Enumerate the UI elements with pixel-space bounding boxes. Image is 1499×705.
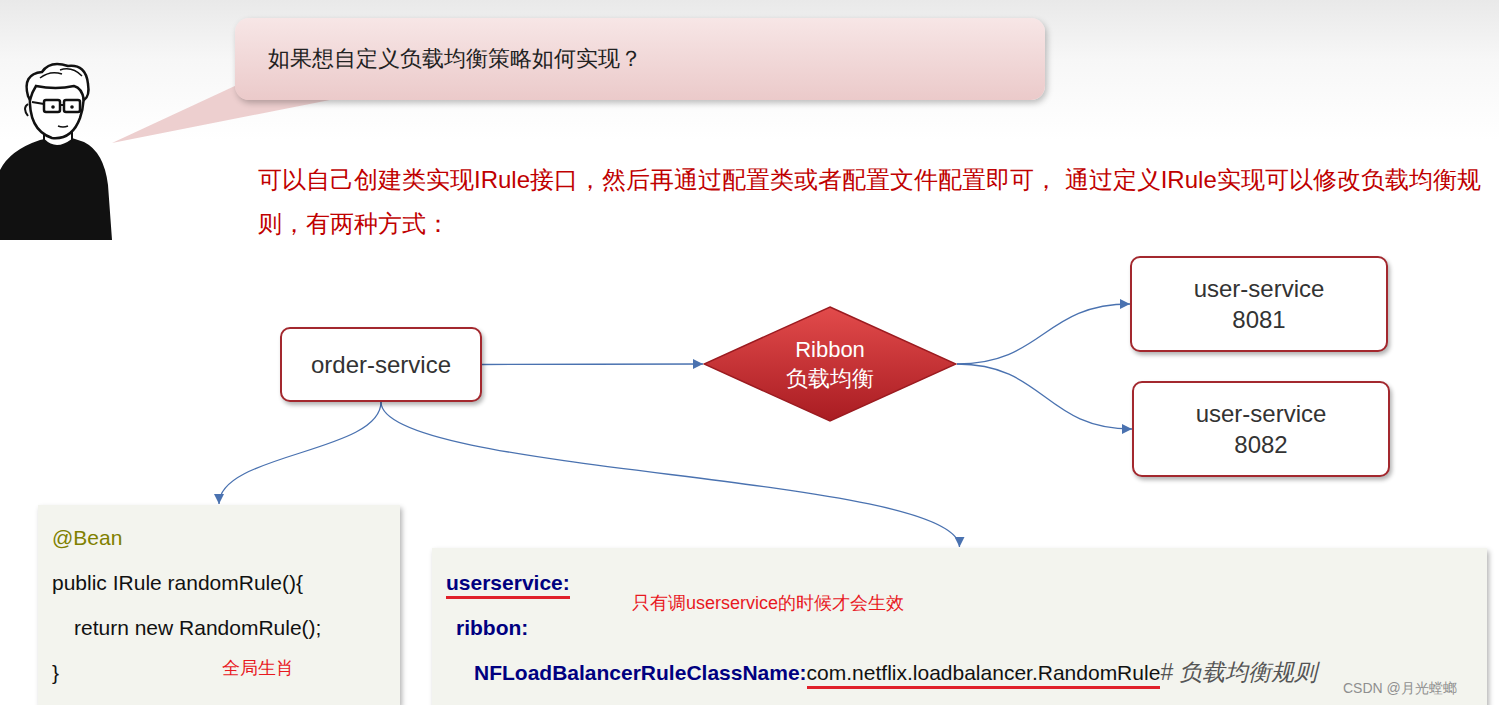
service-box: user-service 8081: [1130, 256, 1388, 352]
node-label: 负载均衡: [786, 366, 874, 391]
code-text: com.netflix.loadbalancer.RandomRule: [807, 660, 1161, 689]
watermark: CSDN @月光螳螂: [1343, 679, 1457, 697]
code-text: return new RandomRule();: [74, 616, 321, 639]
connector-arrow: [219, 402, 381, 504]
service-box: user-service 8082: [1132, 381, 1390, 477]
node-label: order-service: [311, 351, 451, 378]
connector-arrow: [381, 402, 960, 547]
speech-bubble: 如果想自定义负载均衡策略如何实现？: [235, 18, 1045, 100]
code-box: @Bean public IRule randomRule(){ return ne…: [38, 505, 400, 705]
node-label: user-service: [1196, 400, 1327, 427]
decision-diamond: Ribbon 负载均衡: [703, 306, 957, 422]
annotation: 只有调userservice的时候才会生效: [632, 592, 904, 614]
annotation: 全局生肖: [222, 657, 294, 679]
code-text: NFLoadBalancerRuleClassName:: [474, 661, 807, 684]
code-text: public IRule randomRule(){: [52, 571, 303, 594]
node-label: 8082: [1234, 431, 1287, 458]
diamond-shape: [703, 306, 957, 422]
node-label: 如果想自定义负载均衡策略如何实现？: [268, 46, 642, 71]
code-box: userservice: ribbon: NFLoadBalancerRuleCla…: [432, 548, 1487, 705]
connector-arrow: [957, 304, 1130, 364]
node-label: Ribbon: [795, 337, 865, 362]
node-label: user-service: [1194, 275, 1325, 302]
code-text: ribbon:: [456, 616, 528, 639]
answer-text: 可以自己创建类实现IRule接口，然后再通过配置类或者配置文件配置即可， 通过定…: [258, 158, 1486, 246]
code-text: userservice:: [446, 570, 570, 599]
code-text: # 负载均衡规则: [1160, 659, 1317, 685]
node-label: 8081: [1232, 306, 1285, 333]
person-figure: [0, 64, 112, 240]
code-text: }: [52, 661, 59, 684]
connector-arrow: [957, 364, 1132, 429]
code-text: @Bean: [52, 526, 122, 549]
connector-arrow: [482, 363, 703, 365]
service-box: order-service: [280, 327, 482, 402]
